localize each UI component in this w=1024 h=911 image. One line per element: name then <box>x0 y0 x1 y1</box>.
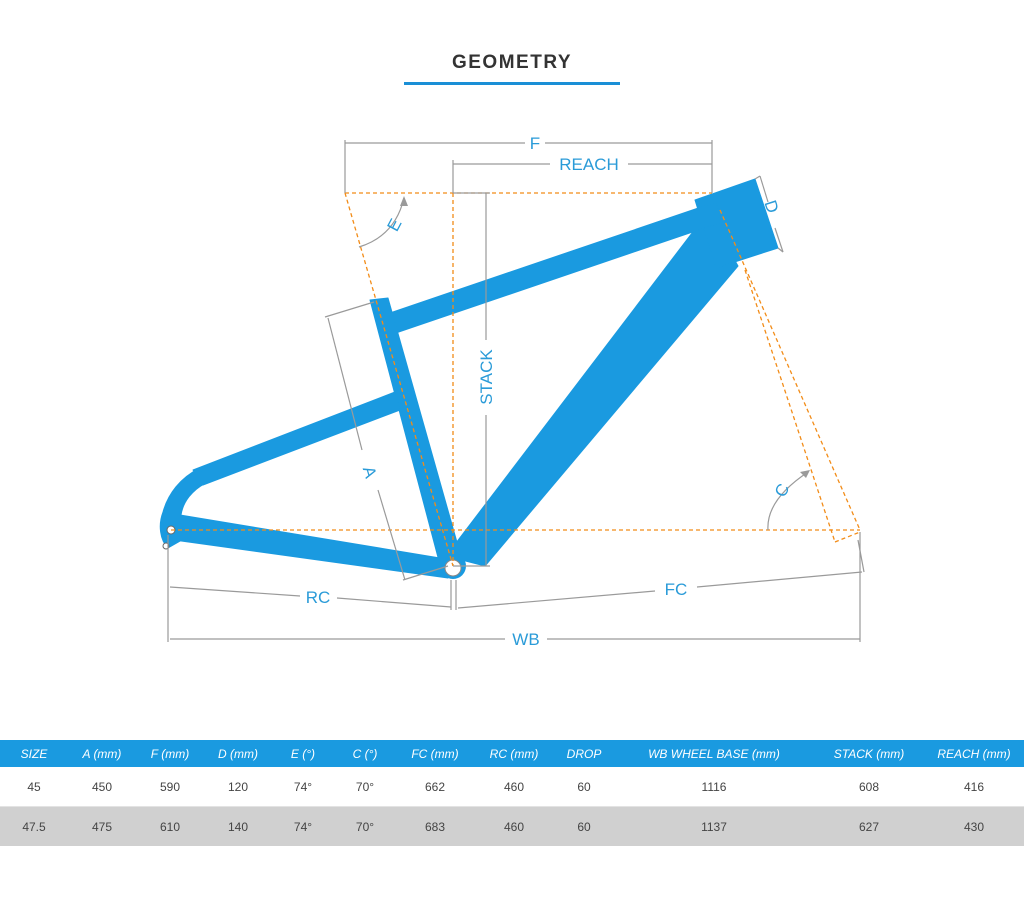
table-cell: 140 <box>204 806 272 846</box>
label-wb: WB <box>512 630 539 649</box>
table-cell: 590 <box>136 767 204 807</box>
table-cell: 460 <box>474 806 554 846</box>
geometry-diagram: F REACH D E STACK A C RC FC WB <box>159 134 865 649</box>
table-cell: 47.5 <box>0 806 68 846</box>
col-header: C (°) <box>334 740 396 767</box>
col-header: SIZE <box>0 740 68 767</box>
col-header: E (°) <box>272 740 334 767</box>
label-a: A <box>359 464 381 481</box>
arrow-heads <box>400 196 810 478</box>
chain-stay <box>167 512 453 579</box>
table-cell: 74° <box>272 806 334 846</box>
seat-tube <box>369 297 463 566</box>
title-underline <box>404 82 620 85</box>
col-header: F (mm) <box>136 740 204 767</box>
col-header: RC (mm) <box>474 740 554 767</box>
table-cell: 683 <box>396 806 474 846</box>
guide-lines <box>171 192 861 567</box>
label-f: F <box>530 134 540 153</box>
label-fc: FC <box>665 580 688 599</box>
table-cell: 608 <box>814 767 924 807</box>
table-row: 45 450 590 120 74° 70° 662 460 60 1116 6… <box>0 767 1024 807</box>
table-cell: 70° <box>334 806 396 846</box>
table-cell: 475 <box>68 806 136 846</box>
col-header: WB WHEEL BASE (mm) <box>614 740 814 767</box>
col-header: REACH (mm) <box>924 740 1024 767</box>
table-cell: 430 <box>924 806 1024 846</box>
table-cell: 60 <box>554 767 614 807</box>
label-d: D <box>760 198 782 216</box>
table-cell: 450 <box>68 767 136 807</box>
table-cell: 662 <box>396 767 474 807</box>
col-header: DROP <box>554 740 614 767</box>
table-cell: 120 <box>204 767 272 807</box>
geometry-table: SIZE A (mm) F (mm) D (mm) E (°) C (°) FC… <box>0 740 1024 846</box>
bottom-bracket-hole <box>444 559 462 577</box>
col-header: FC (mm) <box>396 740 474 767</box>
bike-frame <box>159 178 779 579</box>
table-cell: 74° <box>272 767 334 807</box>
label-reach: REACH <box>559 155 619 174</box>
col-header: A (mm) <box>68 740 136 767</box>
label-stack: STACK <box>477 349 496 405</box>
table-cell: 416 <box>924 767 1024 807</box>
table-row: 47.5 475 610 140 74° 70° 683 460 60 1137… <box>0 806 1024 846</box>
table-cell: 460 <box>474 767 554 807</box>
table-cell: 45 <box>0 767 68 807</box>
table-cell: 627 <box>814 806 924 846</box>
col-header: D (mm) <box>204 740 272 767</box>
table-cell: 1116 <box>614 767 814 807</box>
table-cell: 1137 <box>614 806 814 846</box>
table-cell: 60 <box>554 806 614 846</box>
dimension-lines <box>167 140 865 642</box>
table-cell: 610 <box>136 806 204 846</box>
page-title: GEOMETRY <box>451 52 573 73</box>
table-cell: 70° <box>334 767 396 807</box>
label-c: C <box>771 481 794 501</box>
label-rc: RC <box>306 588 331 607</box>
table-header-row: SIZE A (mm) F (mm) D (mm) E (°) C (°) FC… <box>0 740 1024 767</box>
col-header: STACK (mm) <box>814 740 924 767</box>
